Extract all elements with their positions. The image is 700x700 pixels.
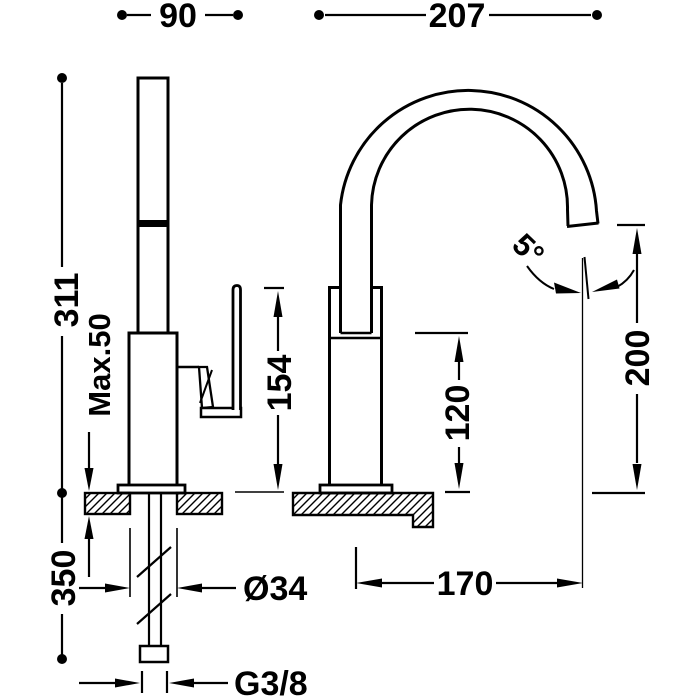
faucet-body-side — [127, 331, 179, 488]
faucet-body-front — [328, 286, 383, 486]
arrowhead-left — [177, 583, 202, 593]
supply-hose — [147, 493, 163, 646]
dim-tick — [140, 671, 169, 693]
dim-label-207: 207 — [429, 0, 486, 35]
dimension-body-height-120: 120 — [415, 331, 477, 494]
dim-dot — [57, 488, 67, 498]
dim-label-200: 200 — [619, 330, 657, 387]
handle-base-bar — [199, 406, 243, 419]
dimension-spout-reach-170: 170 — [354, 547, 583, 603]
arrowhead-down — [454, 463, 464, 489]
dimension-total-height-311: 311 — [48, 73, 86, 498]
dim-dot — [314, 10, 324, 20]
arrowhead-left — [592, 279, 620, 292]
dimension-hose-350: 350 — [45, 497, 83, 664]
dim-label-g38: G3/8 — [234, 665, 308, 700]
arrowhead-right — [105, 583, 130, 593]
front-view — [291, 88, 600, 588]
dimension-hole-diameter-34: Ø34 — [79, 528, 307, 608]
arrowhead-right — [554, 282, 581, 294]
countertop-left-a — [83, 491, 132, 516]
dim-label-max50: Max.50 — [82, 313, 117, 416]
arrowhead-down — [273, 464, 283, 490]
angle-arc-left — [526, 265, 555, 290]
handle-stem-brace — [199, 369, 213, 404]
arrowhead-up — [273, 291, 283, 317]
gooseneck-inner — [370, 107, 570, 287]
spout-outlet-face — [566, 221, 599, 228]
dim-label-90: 90 — [159, 0, 197, 35]
extension-line — [129, 528, 178, 597]
spout-column-side — [136, 76, 170, 335]
arrowhead-right — [115, 678, 140, 688]
angle-arc-right — [616, 269, 635, 288]
dim-label-350: 350 — [45, 550, 83, 607]
countertop-left-b — [175, 491, 224, 516]
arrowhead-left — [169, 678, 194, 688]
dim-dot — [592, 10, 602, 20]
spout-outlet-band — [138, 220, 168, 227]
dim-label-170: 170 — [437, 565, 494, 603]
dimension-max-deck-50: Max.50 — [82, 313, 117, 577]
dim-dot — [233, 10, 243, 20]
base-flange-side — [116, 483, 187, 495]
outlet-tilted-axis — [583, 256, 590, 300]
arrowhead-up — [632, 228, 642, 254]
arrowhead-left — [356, 578, 382, 588]
countertop-right — [291, 491, 435, 529]
arrowhead-up — [84, 516, 94, 539]
dimension-overall-reach-207: 207 — [314, 0, 602, 35]
dim-dot — [117, 10, 127, 20]
dimension-thread-g38: G3/8 — [79, 665, 308, 700]
dim-dot — [57, 73, 67, 83]
dimension-spout-height-200: 200 — [592, 223, 657, 495]
hose-nut — [138, 644, 170, 664]
dimension-angle-5deg: 5° — [505, 227, 635, 294]
arrowhead-down — [84, 468, 94, 491]
dim-label-311: 311 — [48, 273, 86, 328]
riser-lines — [339, 287, 373, 333]
arrowhead-right — [557, 578, 583, 588]
dim-label-120: 120 — [439, 385, 477, 442]
hose-break-marks — [136, 546, 172, 625]
handle-lever — [231, 284, 242, 410]
arrowhead-up — [454, 336, 464, 362]
dimension-handle-height-154: 154 — [235, 286, 299, 493]
dim-dot — [57, 654, 67, 664]
gooseneck-outer — [339, 88, 600, 287]
dimension-depth-90: 90 — [117, 0, 243, 35]
dim-label-5deg: 5° — [505, 227, 551, 273]
dim-label-o34: Ø34 — [243, 570, 307, 608]
dim-label-154: 154 — [261, 355, 299, 412]
arrowhead-down — [632, 464, 642, 490]
side-view — [83, 76, 243, 664]
